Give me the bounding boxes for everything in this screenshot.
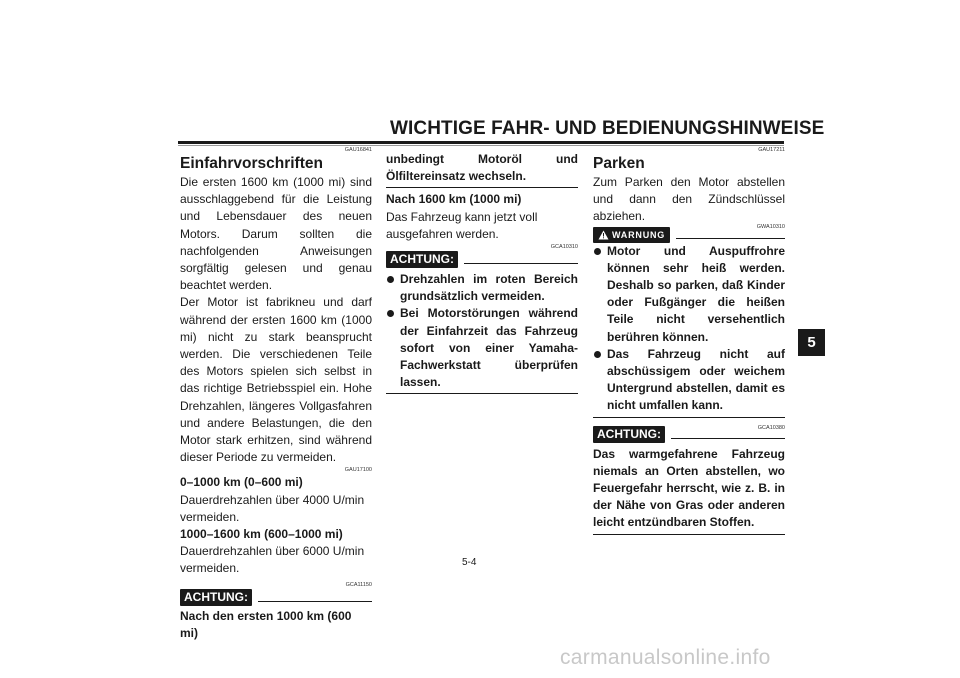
watermark: carmanualsonline.info xyxy=(560,646,771,669)
list-item: Motor und Auspuffrohre können sehr heiß … xyxy=(593,243,785,346)
list-item-text: Das Fahrzeug nicht auf abschüssigem oder… xyxy=(607,346,785,413)
section-code: GAU17211 xyxy=(758,147,785,153)
section-code: GCA10310 xyxy=(550,244,578,251)
warning-triangle-icon xyxy=(598,230,609,240)
bullet-icon xyxy=(387,310,394,318)
header-rule-thin xyxy=(178,145,784,146)
section-code: GWA10310 xyxy=(756,223,785,230)
achtung-badge: ACHTUNG: xyxy=(180,588,252,606)
column-2: unbedingt Motoröl und Ölfiltereinsatz we… xyxy=(386,146,578,395)
notice-rule xyxy=(464,263,578,265)
list-item-text: Bei Motorstörungen während der Einfahrze… xyxy=(400,306,578,390)
notice-end-rule xyxy=(386,393,578,395)
section-code: GAU17100 xyxy=(344,467,372,474)
page-header-title: WICHTIGE FAHR- UND BEDIENUNGSHINWEISE xyxy=(390,118,825,139)
warning-list: Motor und Auspuffrohre können sehr heiß … xyxy=(593,243,785,415)
subheading: 1000–1600 km (600–1000 mi) xyxy=(180,527,343,542)
section-code: GCA10380 xyxy=(757,424,785,431)
notice-end-rule xyxy=(386,187,578,189)
paragraph: Dauerdrehzahlen über 4000 U/min vermeide… xyxy=(180,492,365,524)
warning-end-rule xyxy=(593,416,785,418)
notice-rule xyxy=(258,600,372,602)
notice-header: ACHTUNG: xyxy=(180,588,372,606)
column-1: GAU16841 Einfahrvorschriften Die ersten … xyxy=(180,146,372,642)
paragraph: Die ersten 1600 km (1000 mi) sind aussch… xyxy=(180,175,372,293)
paragraph: Zum Parken den Motor abstellen und dann … xyxy=(593,175,785,224)
list-item-text: Motor und Auspuffrohre können sehr heiß … xyxy=(607,243,785,344)
section-code: GCA11150 xyxy=(345,581,372,588)
warning-header: WARNUNG xyxy=(593,226,785,243)
column-3: GAU17211 Parken Zum Parken den Motor abs… xyxy=(593,146,785,535)
notice-text: Nach den ersten 1000 km (600 mi) xyxy=(180,608,352,640)
section-heading-parken: Parken xyxy=(593,155,645,172)
notice-header: ACHTUNG: xyxy=(593,425,785,443)
bullet-icon xyxy=(594,350,601,358)
notice-text: unbedingt Motoröl und Ölfiltereinsatz we… xyxy=(386,152,578,184)
warnung-badge: WARNUNG xyxy=(593,226,671,243)
section-heading-einfahrvorschriften: Einfahrvorschriften xyxy=(180,155,323,172)
notice-header: ACHTUNG: xyxy=(386,251,578,269)
paragraph: Der Motor ist fabrikneu und darf während… xyxy=(180,295,372,465)
notice-list: Drehzahlen im roten Bereich grundsätzlic… xyxy=(386,271,578,391)
header-rule xyxy=(178,141,784,144)
bullet-icon xyxy=(594,247,601,255)
achtung-badge: ACHTUNG: xyxy=(386,251,458,269)
warnung-label: WARNUNG xyxy=(612,229,666,240)
list-item: Das Fahrzeug nicht auf abschüssigem oder… xyxy=(593,346,785,415)
paragraph: Das Fahrzeug kann jetzt voll ausgefahren… xyxy=(386,209,538,241)
notice-text: Das warmgefahrene Fahrzeug niemals an Or… xyxy=(593,446,785,530)
notice-end-rule xyxy=(593,533,785,535)
list-item-text: Drehzahlen im roten Bereich grundsätzlic… xyxy=(400,272,578,304)
bullet-icon xyxy=(387,276,394,284)
subheading: Nach 1600 km (1000 mi) xyxy=(386,192,522,207)
list-item: Bei Motorstörungen während der Einfahrze… xyxy=(386,305,578,391)
achtung-badge: ACHTUNG: xyxy=(593,425,665,443)
section-code: GAU16841 xyxy=(344,147,372,153)
notice-rule xyxy=(676,238,785,240)
list-item: Drehzahlen im roten Bereich grundsätzlic… xyxy=(386,271,578,305)
chapter-tab: 5 xyxy=(798,329,825,356)
page-number: 5-4 xyxy=(462,557,477,568)
subheading: 0–1000 km (0–600 mi) xyxy=(180,475,303,490)
notice-rule xyxy=(671,437,785,439)
paragraph: Dauerdrehzahlen über 6000 U/min vermeide… xyxy=(180,544,365,576)
